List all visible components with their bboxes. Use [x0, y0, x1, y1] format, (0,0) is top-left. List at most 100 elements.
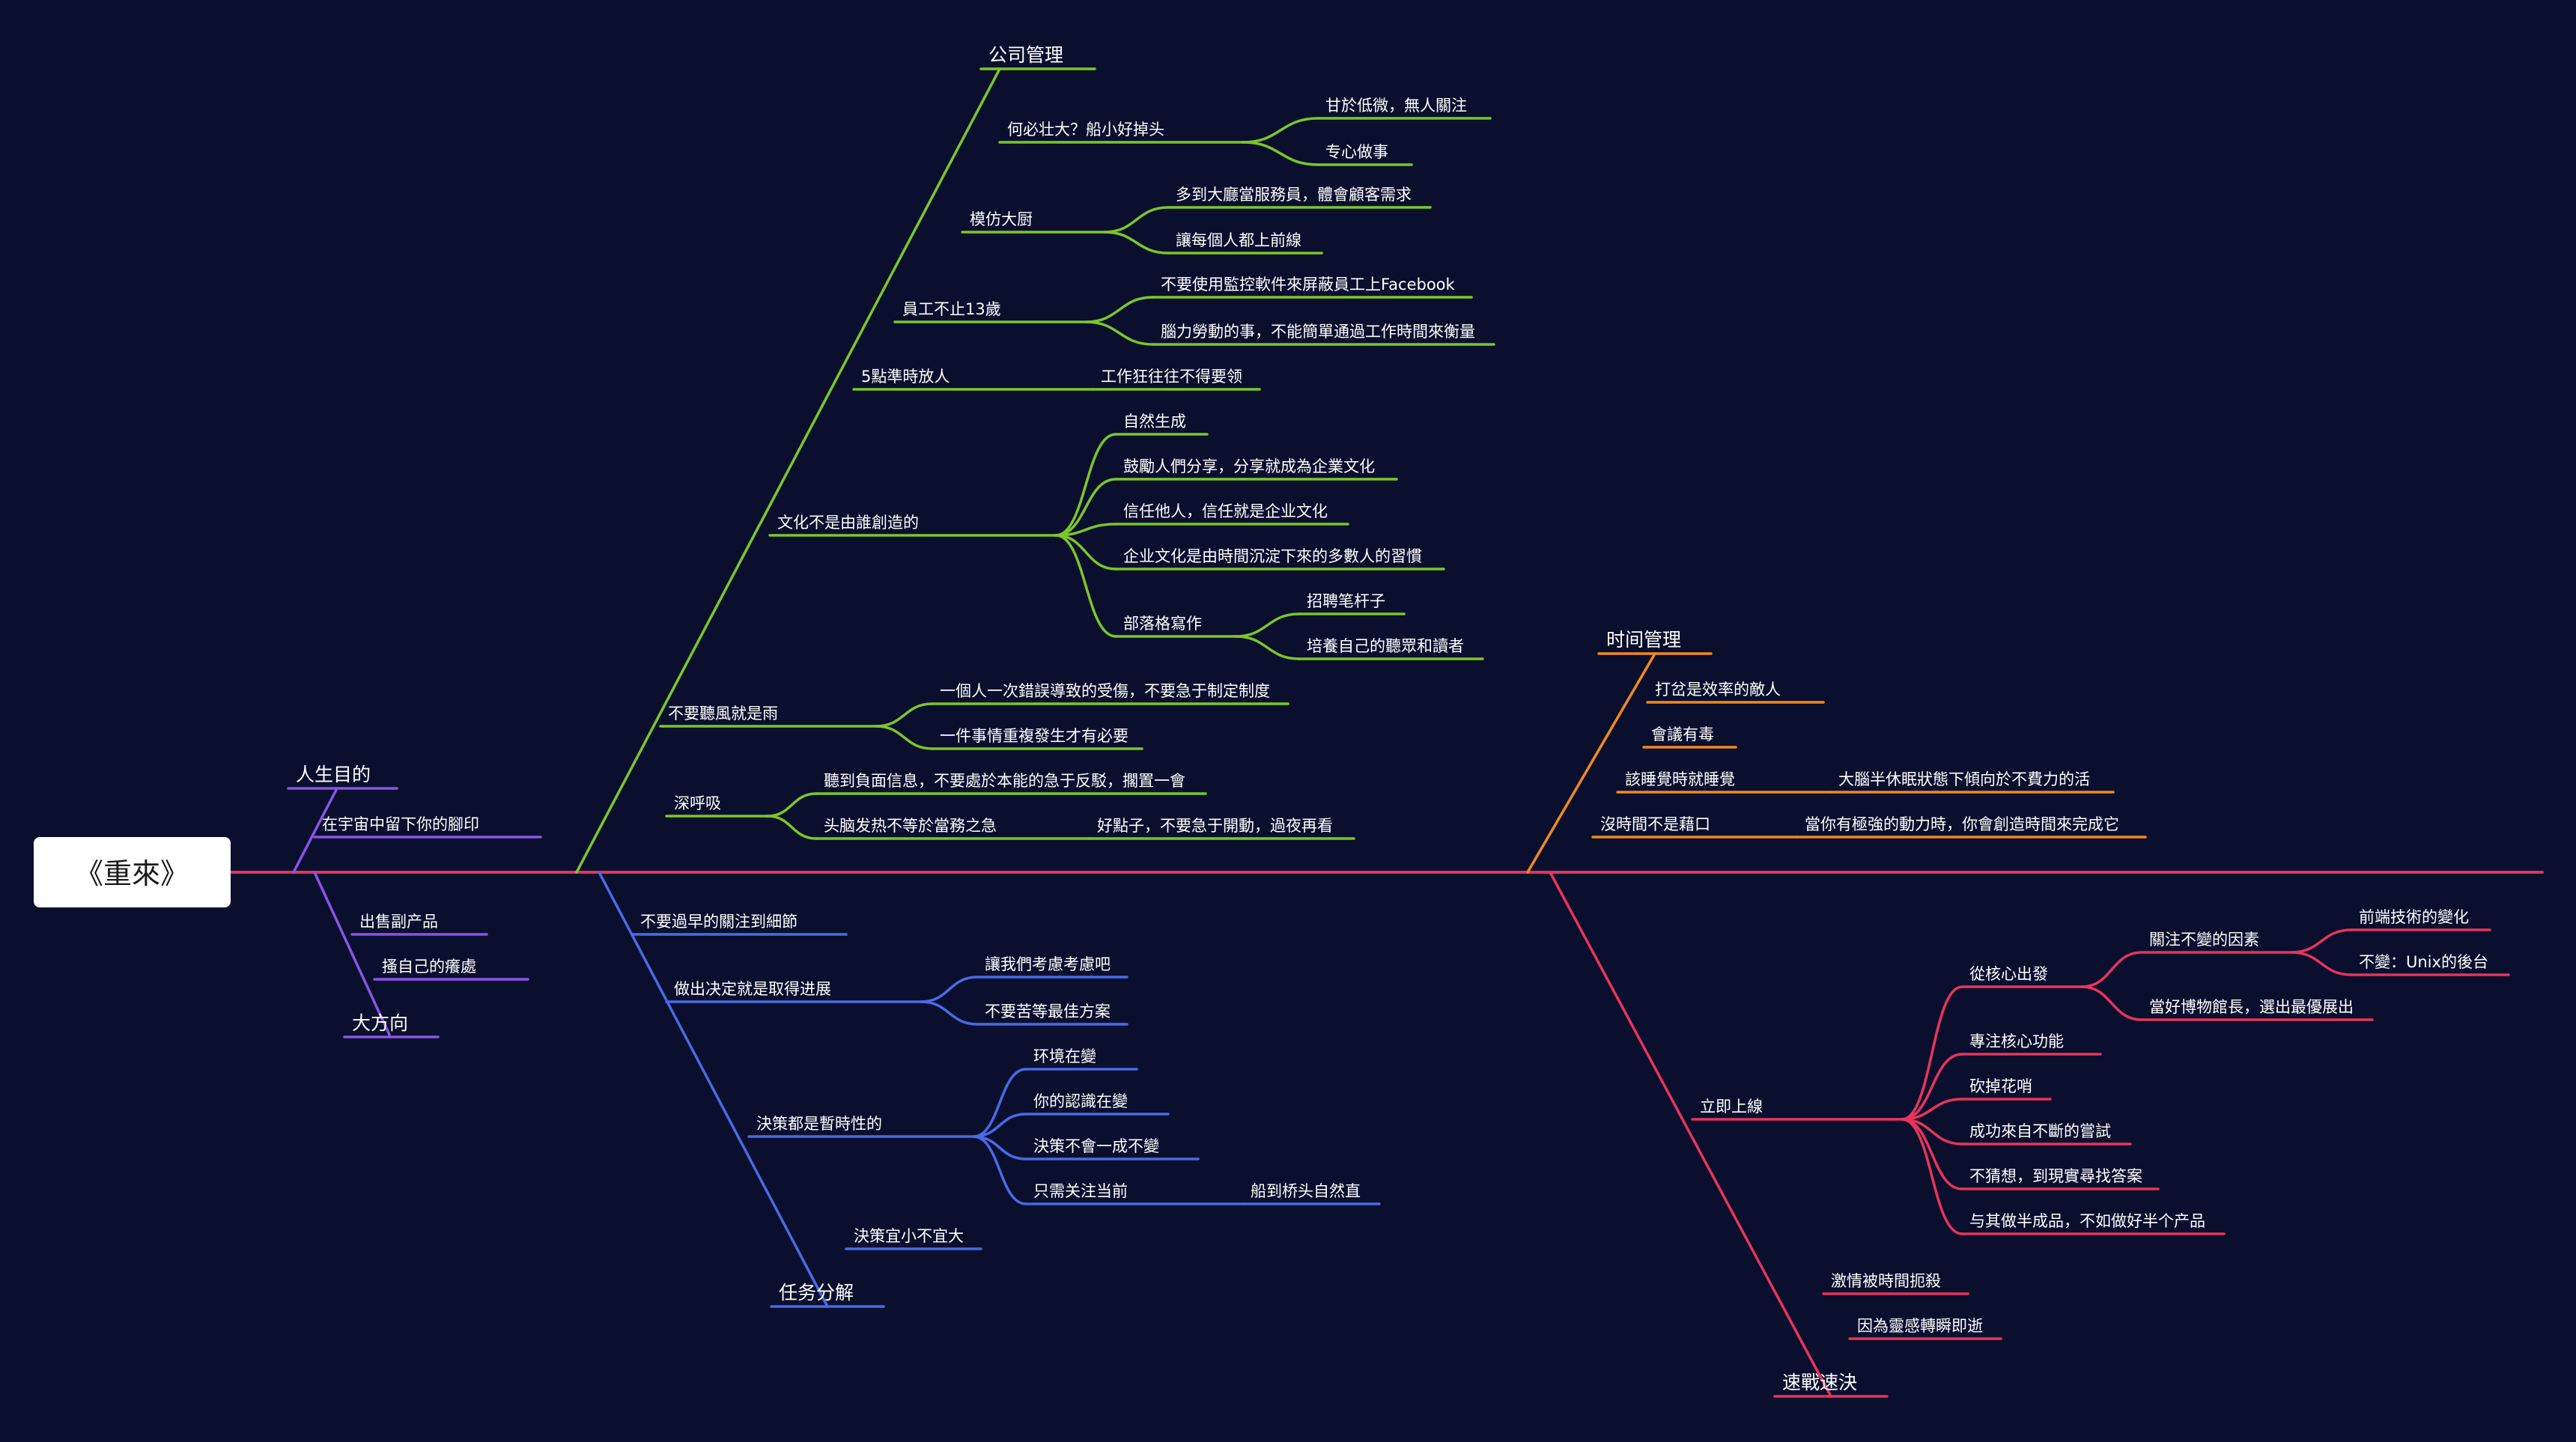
- company-item-4-child-0[interactable]: 自然生成: [1123, 413, 1186, 431]
- company-item-6[interactable]: 不要聽風就是雨: [668, 705, 778, 722]
- speed-item-0-child-1[interactable]: 專注核心功能: [1969, 1032, 2064, 1050]
- tasks-item-3-child-0[interactable]: 船到桥头自然直: [1251, 1182, 1361, 1200]
- time-item-2-child-0[interactable]: 大腦半休眠狀態下傾向於不費力的活: [1838, 770, 2090, 788]
- company-item-3-child-0[interactable]: 工作狂往往不得要领: [1101, 368, 1242, 386]
- time-item-0[interactable]: 打岔是效率的敵人: [1655, 681, 1781, 699]
- company-item-4-child-1[interactable]: 鼓勵人們分享，分享就成為企業文化: [1123, 457, 1375, 475]
- speed-item-0-child-3[interactable]: 成功來自不斷的嘗試: [1969, 1122, 2111, 1140]
- connector-line: [875, 702, 934, 728]
- company-item-1-child-1[interactable]: 讓每個人都上前線: [1176, 231, 1301, 249]
- company-item-5-child-0[interactable]: 招聘笔杆子: [1307, 592, 1385, 610]
- root-node[interactable]: [34, 837, 231, 907]
- tasks-item-2-child-2[interactable]: 決策不會一成不變: [1033, 1137, 1159, 1155]
- company-item-1[interactable]: 模仿大厨: [970, 210, 1033, 228]
- company-item-0-child-0[interactable]: 甘於低微，無人關注: [1325, 97, 1467, 115]
- connector-line: [920, 1000, 979, 1026]
- speed-item-1-child-1[interactable]: 當好博物館長，選出最優展出: [2149, 998, 2354, 1016]
- connector-line: [875, 725, 934, 750]
- connector-lines: [34, 67, 2544, 1398]
- company-item-4[interactable]: 文化不是由誰創造的: [777, 514, 919, 532]
- connector-line: [1103, 231, 1170, 255]
- company-item-5[interactable]: 部落格寫作: [1123, 615, 1202, 633]
- speed-item-1-child-2[interactable]: 前端技術的變化: [2359, 908, 2469, 926]
- company-item-6-child-0[interactable]: 一個人一次錯誤導致的受傷，不要急于制定制度: [940, 682, 1270, 700]
- company-item-5-child-1[interactable]: 培養自己的聽眾和讀者: [1307, 637, 1464, 655]
- company-item-2[interactable]: 員工不止13歲: [902, 300, 1001, 318]
- connector-line: [292, 787, 338, 874]
- direction-item-1[interactable]: 搔自己的癢處: [382, 958, 476, 976]
- connector-line: [2290, 951, 2353, 976]
- connector-line: [1901, 1098, 1963, 1121]
- speed-item-0-child-2[interactable]: 砍掉花哨: [1969, 1077, 2032, 1095]
- connector-line: [1054, 534, 1117, 571]
- tasks-item-4[interactable]: 決策宜小不宜大: [854, 1227, 964, 1245]
- connector-line: [2080, 951, 2143, 988]
- connector-line: [598, 871, 829, 1308]
- company-item-6-child-1[interactable]: 一件事情重複發生才有必要: [940, 727, 1128, 745]
- speed-item-1-child-3[interactable]: 不變：Unix的後台: [2359, 953, 2488, 971]
- connector-line: [1054, 433, 1117, 537]
- connector-line: [1103, 206, 1170, 234]
- speed-item-1-child-0[interactable]: 關注不變的因素: [2149, 931, 2259, 949]
- tasks-topic[interactable]: 任务分解: [779, 1282, 854, 1303]
- life-topic[interactable]: 人生目的: [296, 764, 371, 785]
- speed-item-0-child-5[interactable]: 与其做半成品，不如做好半个产品: [1969, 1212, 2205, 1230]
- company-item-4-child-3[interactable]: 企业文化是由時間沉淀下來的多數人的習慣: [1123, 547, 1422, 565]
- company-item-7[interactable]: 深呼吸: [674, 794, 721, 812]
- connector-line: [1054, 523, 1117, 537]
- tasks-item-1-child-1[interactable]: 不要苦等最佳方案: [985, 1003, 1111, 1020]
- connector-line: [972, 1135, 1027, 1205]
- connector-line: [1084, 296, 1155, 323]
- company-item-7-child-0[interactable]: 聽到負面信息，不要處於本能的急于反駁，擱置一會: [824, 772, 1185, 790]
- root-node-label[interactable]: 《重來》: [75, 857, 189, 890]
- connector-line: [972, 1068, 1027, 1138]
- company-item-2-child-0[interactable]: 不要使用監控軟件來屏蔽員工上Facebook: [1161, 276, 1456, 293]
- connector-line: [766, 792, 818, 818]
- speed-item-2[interactable]: 激情被時間扼殺: [1831, 1272, 1941, 1290]
- connector-line: [2290, 928, 2353, 954]
- company-item-2-child-1[interactable]: 腦力勞動的事，不能簡單通過工作時間來衡量: [1161, 323, 1475, 341]
- time-item-3[interactable]: 沒時間不是藉口: [1600, 815, 1710, 833]
- company-item-0[interactable]: 何必壮大？船小好掉头: [1007, 121, 1164, 139]
- connector-line: [1084, 320, 1155, 346]
- tasks-item-2-child-1[interactable]: 你的認識在變: [1033, 1092, 1128, 1110]
- speed-item-0-child-0[interactable]: 從核心出發: [1969, 965, 2048, 983]
- company-item-1-child-0[interactable]: 多到大廳當服務員，體會顧客需求: [1176, 186, 1412, 204]
- tasks-item-2-child-3[interactable]: 只需关注当前: [1033, 1182, 1128, 1200]
- tasks-item-2-child-0[interactable]: 环境在變: [1033, 1047, 1096, 1065]
- company-topic[interactable]: 公司管理: [988, 44, 1063, 66]
- speed-topic[interactable]: 速戰速決: [1782, 1372, 1857, 1393]
- connector-line: [1901, 1118, 1963, 1235]
- time-topic[interactable]: 时间管理: [1606, 629, 1681, 651]
- connector-line: [2080, 985, 2143, 1021]
- connector-line: [1526, 652, 1656, 874]
- connector-line: [1054, 534, 1117, 638]
- speed-item-0-child-4[interactable]: 不猜想，到現實尋找答案: [1969, 1167, 2142, 1185]
- company-item-7-child-1[interactable]: 头脑发热不等於當務之急: [824, 817, 997, 835]
- company-item-4-child-2[interactable]: 信任他人，信任就是企业文化: [1123, 502, 1328, 520]
- connector-line: [1901, 1053, 1963, 1121]
- tasks-item-2[interactable]: 決策都是暫時性的: [756, 1115, 882, 1133]
- speed-item-3[interactable]: 因為靈感轉瞬即逝: [1857, 1317, 1983, 1335]
- connector-line: [1549, 871, 1832, 1398]
- tasks-item-0[interactable]: 不要過早的關注到細節: [640, 913, 798, 931]
- company-item-0-child-1[interactable]: 专心做事: [1325, 143, 1388, 161]
- direction-item-0[interactable]: 出售副产品: [359, 913, 438, 931]
- company-item-3[interactable]: 5點準時放人: [861, 368, 950, 386]
- connector-line: [920, 976, 979, 1003]
- connector-line: [1054, 478, 1117, 537]
- tasks-item-1[interactable]: 做出决定就是取得进展: [674, 980, 831, 998]
- life-item-0[interactable]: 在宇宙中留下你的腳印: [322, 815, 479, 833]
- connector-line: [313, 871, 391, 1036]
- company-item-8-child-0[interactable]: 好點子，不要急于開動，過夜再看: [1097, 817, 1333, 835]
- connector-line: [1901, 985, 1963, 1121]
- direction-topic[interactable]: 大方向: [352, 1012, 408, 1034]
- connector-line: [1242, 141, 1319, 166]
- tasks-item-1-child-0[interactable]: 讓我們考慮考慮吧: [985, 955, 1111, 973]
- connector-line: [575, 67, 1001, 874]
- speed-item-0[interactable]: 立即上線: [1700, 1098, 1763, 1116]
- time-item-2[interactable]: 該睡覺時就睡覺: [1625, 770, 1735, 788]
- time-item-3-child-0[interactable]: 當你有極強的動力時，你會創造時間來完成它: [1805, 815, 2119, 833]
- time-item-1[interactable]: 會議有毒: [1651, 725, 1714, 743]
